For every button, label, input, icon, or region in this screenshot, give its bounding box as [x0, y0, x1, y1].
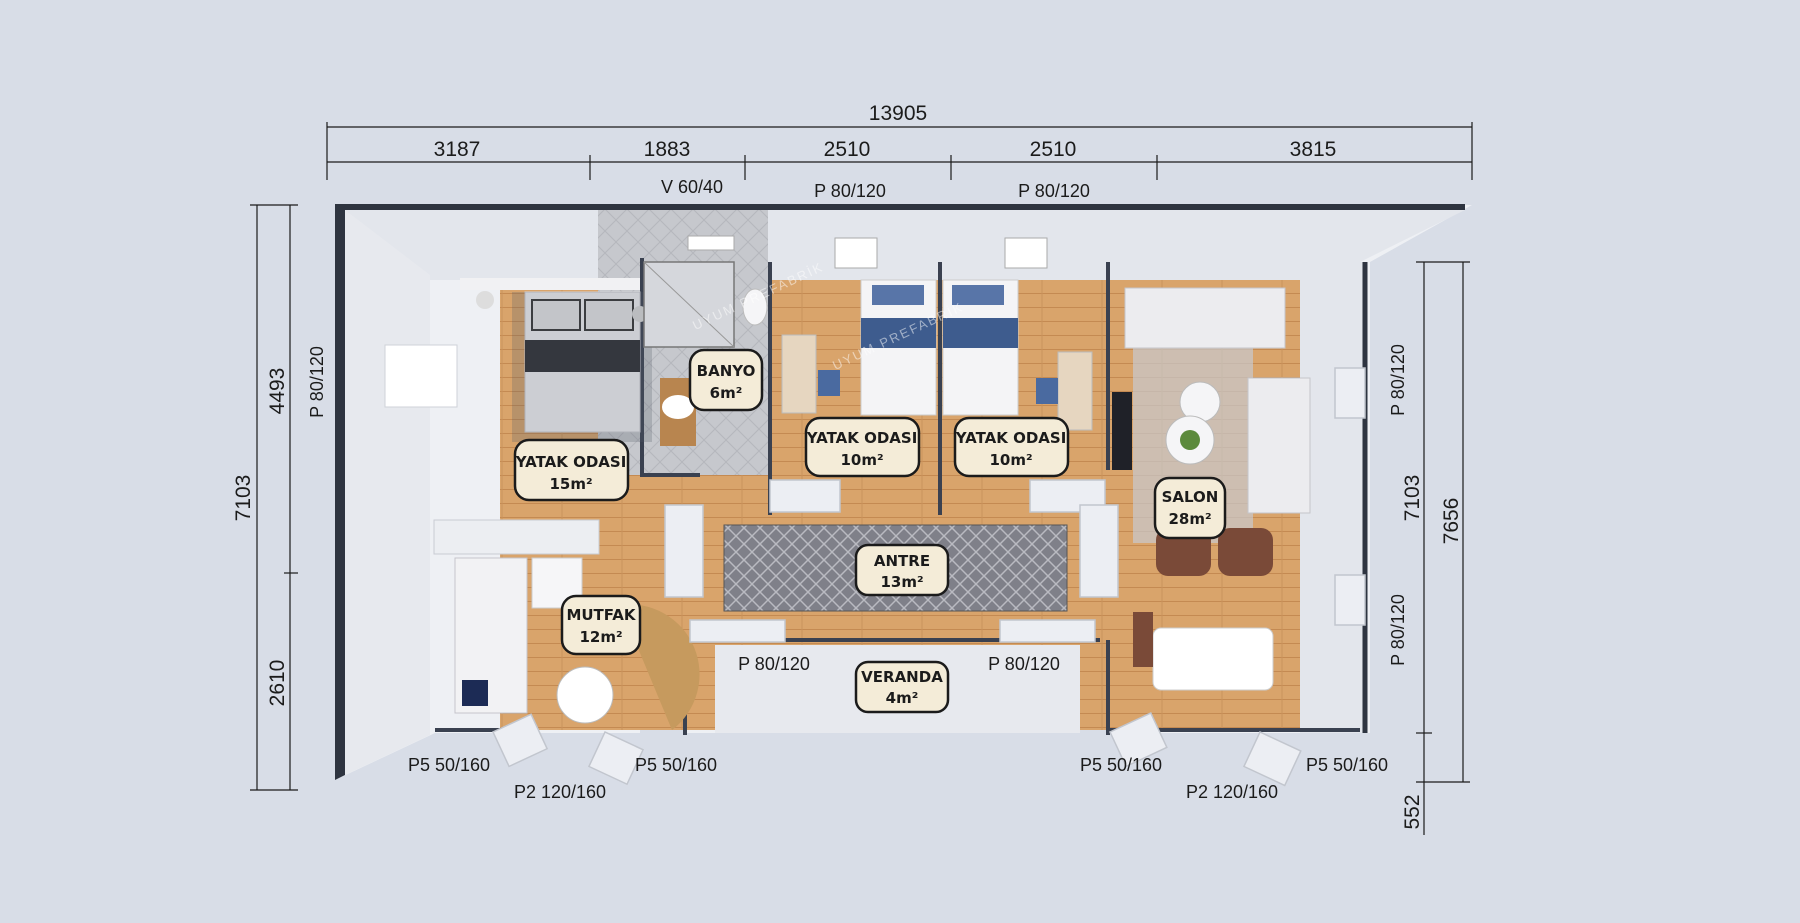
svg-text:10m²: 10m²	[989, 451, 1032, 469]
room-label-salon: SALON 28m²	[1153, 476, 1227, 540]
svg-text:MUTFAK: MUTFAK	[566, 606, 636, 624]
top-dimension-1: 3187	[434, 138, 481, 161]
master-bed	[460, 278, 648, 433]
bathroom-window-icon	[687, 235, 735, 251]
right-dimension-lines	[1416, 261, 1470, 835]
opening-left-p: P 80/120	[307, 346, 327, 418]
opening-bottom-left-p2: P2 120/160	[514, 782, 606, 802]
opening-bottom-right-p5b: P5 50/160	[1306, 755, 1388, 775]
top-dimension-3: 2510	[824, 138, 871, 161]
svg-text:ANTRE: ANTRE	[874, 552, 930, 570]
svg-text:28m²: 28m²	[1168, 510, 1211, 528]
svg-text:15m²: 15m²	[549, 475, 592, 493]
left-window-icon	[384, 344, 458, 408]
opening-right-p2: P 80/120	[1388, 594, 1408, 666]
svg-text:YATAK ODASI: YATAK ODASI	[955, 429, 1067, 447]
top-dimension-4: 2510	[1030, 138, 1077, 161]
bedroom-3-window-icon	[1004, 237, 1048, 269]
opening-right-p1: P 80/120	[1388, 344, 1408, 416]
left-dimension-upper: 4493	[266, 368, 289, 415]
opening-bottom-left-p5a: P5 50/160	[408, 755, 490, 775]
svg-text:13m²: 13m²	[880, 573, 923, 591]
svg-text:10m²: 10m²	[840, 451, 883, 469]
room-label-antre: ANTRE 13m²	[854, 543, 950, 597]
opening-top-p2: P 80/120	[1018, 181, 1090, 201]
opening-bottom-left-p5b: P5 50/160	[635, 755, 717, 775]
bathroom-fixtures	[643, 235, 768, 446]
left-dimension-lines	[250, 204, 298, 791]
room-label-veranda: VERANDA 4m²	[854, 660, 950, 714]
opening-top-p1: P 80/120	[814, 181, 886, 201]
opening-top-v: V 60/40	[661, 177, 723, 197]
bedroom-rug	[512, 292, 652, 442]
room-label-mutfak: MUTFAK 12m²	[560, 594, 642, 656]
svg-text:YATAK ODASI: YATAK ODASI	[806, 429, 918, 447]
right-inner-dimension: 7103	[1401, 475, 1424, 522]
top-dimension-lines	[326, 122, 1473, 180]
svg-text:4m²: 4m²	[886, 689, 919, 707]
bedroom-3-furniture	[942, 237, 1093, 431]
opening-veranda-right: P 80/120	[988, 654, 1060, 674]
opening-veranda-left: P 80/120	[738, 654, 810, 674]
room-label-bathroom: BANYO 6m²	[688, 348, 764, 412]
top-dimension-2: 1883	[644, 138, 691, 161]
svg-text:BANYO: BANYO	[697, 362, 756, 380]
room-label-master-bedroom: YATAK ODASI 15m²	[513, 438, 630, 502]
right-total-dimension: 7656	[1440, 498, 1463, 545]
svg-text:VERANDA: VERANDA	[861, 668, 943, 686]
bedroom-2-furniture	[781, 237, 937, 416]
svg-text:12m²: 12m²	[579, 628, 622, 646]
bedroom-2-window-icon	[834, 237, 878, 269]
right-bottom-dimension: 552	[1401, 794, 1424, 829]
left-total-dimension: 7103	[232, 475, 255, 522]
svg-text:YATAK ODASI: YATAK ODASI	[515, 453, 627, 471]
left-dimension-lower: 2610	[266, 660, 289, 707]
room-label-bedroom-3: YATAK ODASI 10m²	[953, 416, 1070, 478]
salon-furniture	[1112, 287, 1311, 691]
doors	[492, 367, 1366, 787]
opening-bottom-right-p5a: P5 50/160	[1080, 755, 1162, 775]
top-total-dimension: 13905	[869, 102, 927, 125]
svg-text:6m²: 6m²	[710, 384, 743, 402]
opening-bottom-right-p2: P2 120/160	[1186, 782, 1278, 802]
svg-text:SALON: SALON	[1162, 488, 1219, 506]
top-dimension-5: 3815	[1290, 138, 1337, 161]
room-label-bedroom-2: YATAK ODASI 10m²	[804, 416, 921, 478]
